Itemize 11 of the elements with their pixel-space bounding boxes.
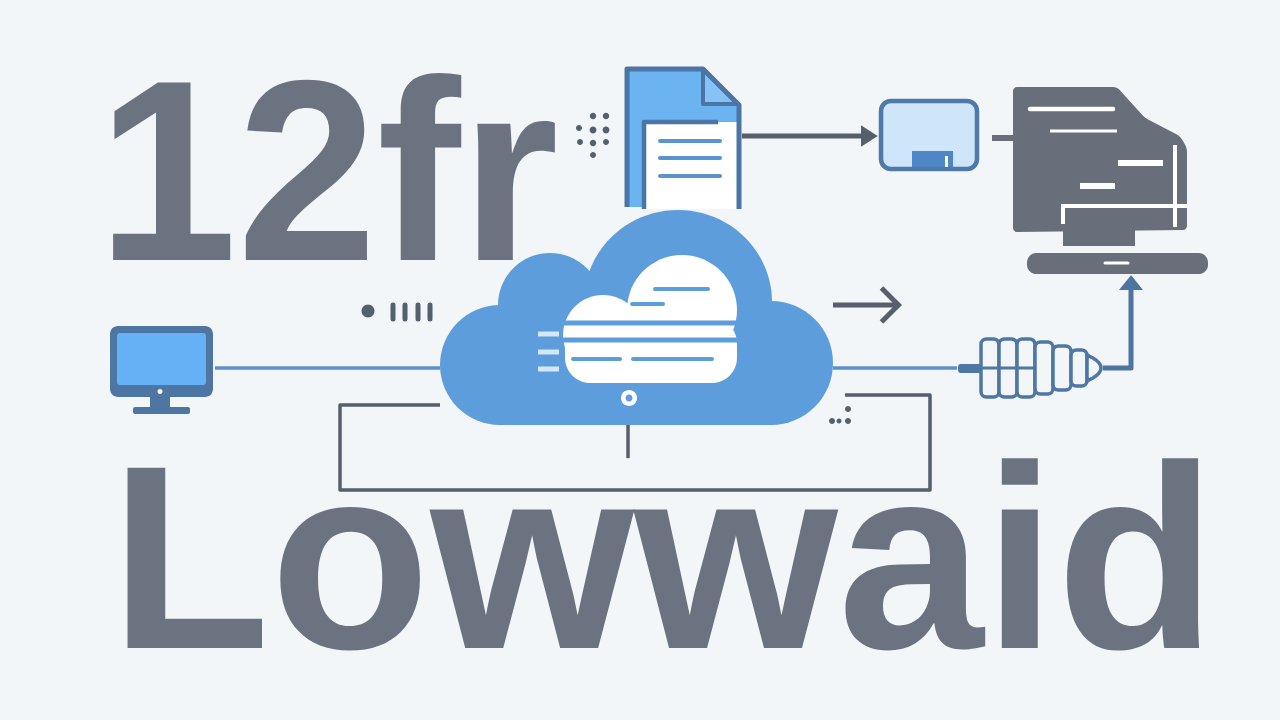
connector-line	[215, 366, 440, 370]
large-text: Lowwaid	[127, 458, 1200, 651]
plug-icon	[958, 337, 1103, 399]
connector-line	[626, 425, 630, 459]
connector-line	[833, 366, 957, 370]
monitor-icon	[110, 326, 213, 414]
connector-line	[338, 393, 932, 492]
document-icon	[624, 66, 742, 209]
screen-icon	[878, 98, 980, 172]
large-text: 12fr	[113, 73, 555, 260]
computer-icon	[992, 87, 1208, 274]
